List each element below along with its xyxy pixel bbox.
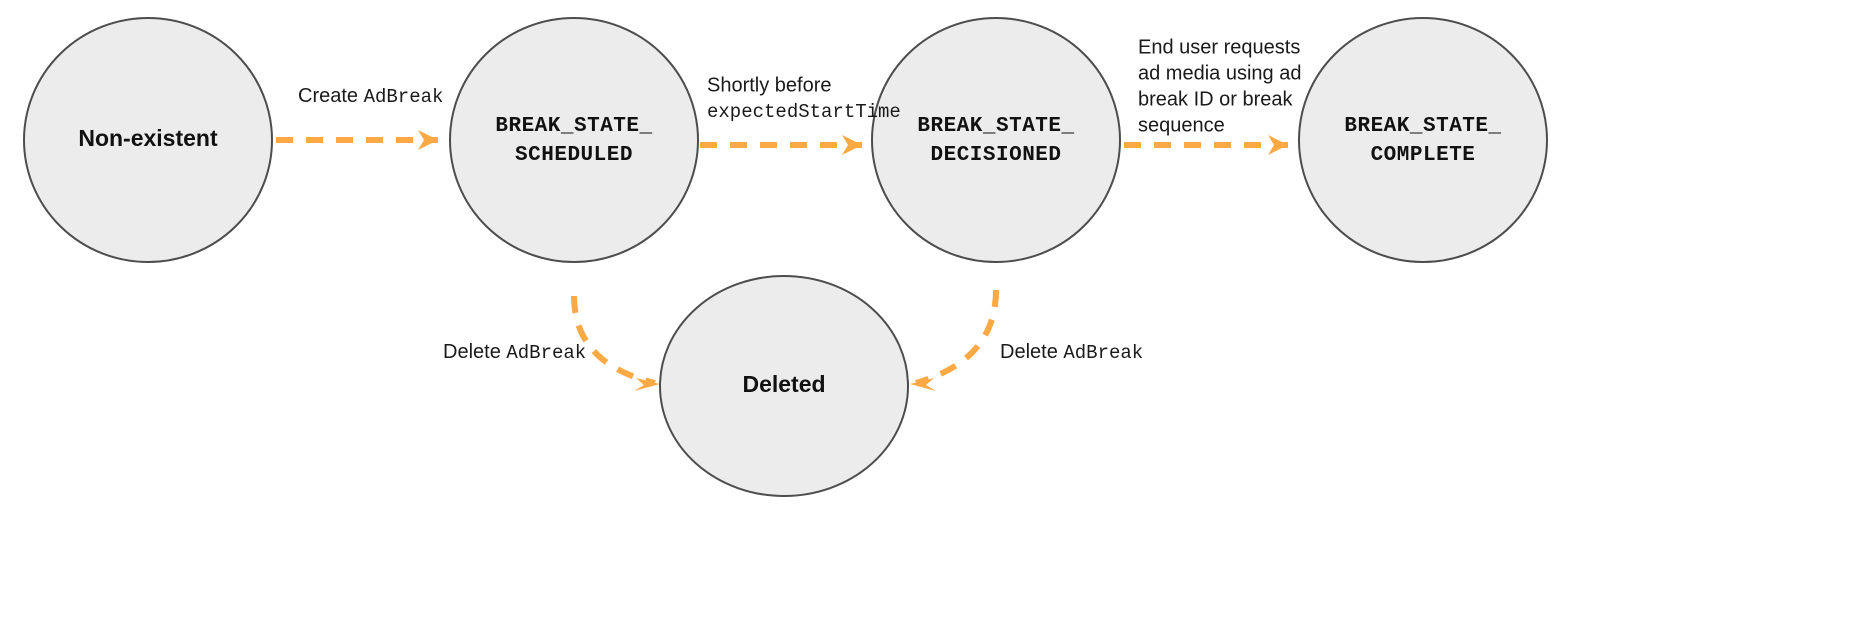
transitions-layer [276, 130, 1288, 391]
transition-decisioned-to-complete[interactable] [1124, 135, 1288, 155]
transition-label-line: expectedStartTime [707, 101, 901, 123]
transition-label-part: AdBreak [1063, 342, 1143, 364]
state-node-deleted[interactable]: Deleted [659, 275, 909, 497]
state-node-circle [1298, 17, 1548, 263]
state-node-break-state-complete[interactable]: BREAK_STATE_ COMPLETE [1298, 17, 1548, 263]
transition-label-part: Delete [443, 341, 506, 363]
state-node-label: Deleted [742, 371, 825, 397]
transition-label-line: break ID or break [1138, 88, 1294, 110]
transition-label-line: End user requests [1138, 36, 1300, 58]
state-node-break-state-scheduled[interactable]: BREAK_STATE_ SCHEDULED [449, 17, 699, 263]
transition-decisioned-to-deleted[interactable] [910, 289, 999, 391]
transition-label-scheduled-to-deleted: Delete AdBreak [443, 341, 586, 364]
transition-create-adbreak[interactable] [276, 130, 438, 150]
transition-label-decisioned-to-complete: End user requests ad media using ad break … [1138, 36, 1301, 136]
transition-label-scheduled-to-decisioned: Shortly before expectedStartTime [707, 74, 901, 123]
transition-label-part: AdBreak [506, 342, 586, 364]
state-node-circle [659, 275, 909, 497]
transition-scheduled-to-decisioned[interactable] [700, 135, 862, 155]
transition-label-create-adbreak: Create AdBreak [298, 85, 443, 108]
state-node-circle [871, 17, 1121, 263]
transition-label-line: Delete AdBreak [443, 341, 586, 364]
transition-label-line: Create AdBreak [298, 85, 443, 108]
state-node-circle [449, 17, 699, 263]
transition-label-part: AdBreak [364, 86, 444, 108]
transition-label-decisioned-to-deleted: Delete AdBreak [1000, 341, 1143, 364]
arrow-head-icon [634, 378, 660, 391]
transition-label-part: Create [298, 85, 364, 107]
transition-label-part: Delete [1000, 341, 1063, 363]
state-node-label: BREAK_STATE_ [495, 115, 652, 138]
state-node-circle [23, 17, 273, 263]
state-node-label: BREAK_STATE_ [917, 115, 1074, 138]
state-node-label: BREAK_STATE_ [1344, 115, 1501, 138]
state-node-label: DECISIONED [930, 144, 1061, 167]
arrow-head-icon [910, 378, 936, 391]
transition-label-line: sequence [1138, 114, 1225, 136]
arrow-head-icon [418, 130, 438, 150]
transition-label-line: Delete AdBreak [1000, 341, 1143, 364]
state-node-label: COMPLETE [1371, 144, 1476, 167]
edge-labels-layer: Create AdBreak Shortly before expectedStar… [298, 36, 1301, 364]
transition-label-line: ad media using ad [1138, 62, 1301, 84]
transition-label-line: Shortly before [707, 74, 832, 96]
state-node-non-existent[interactable]: Non-existent [23, 17, 273, 263]
state-node-label: SCHEDULED [515, 144, 633, 167]
transition-line [571, 295, 656, 386]
transition-line [915, 289, 999, 386]
state-node-label: Non-existent [78, 125, 218, 151]
state-node-break-state-decisioned[interactable]: BREAK_STATE_ DECISIONED [871, 17, 1121, 263]
arrow-head-icon [842, 135, 862, 155]
transition-scheduled-to-deleted[interactable] [571, 295, 660, 391]
arrow-head-icon [1268, 135, 1288, 155]
